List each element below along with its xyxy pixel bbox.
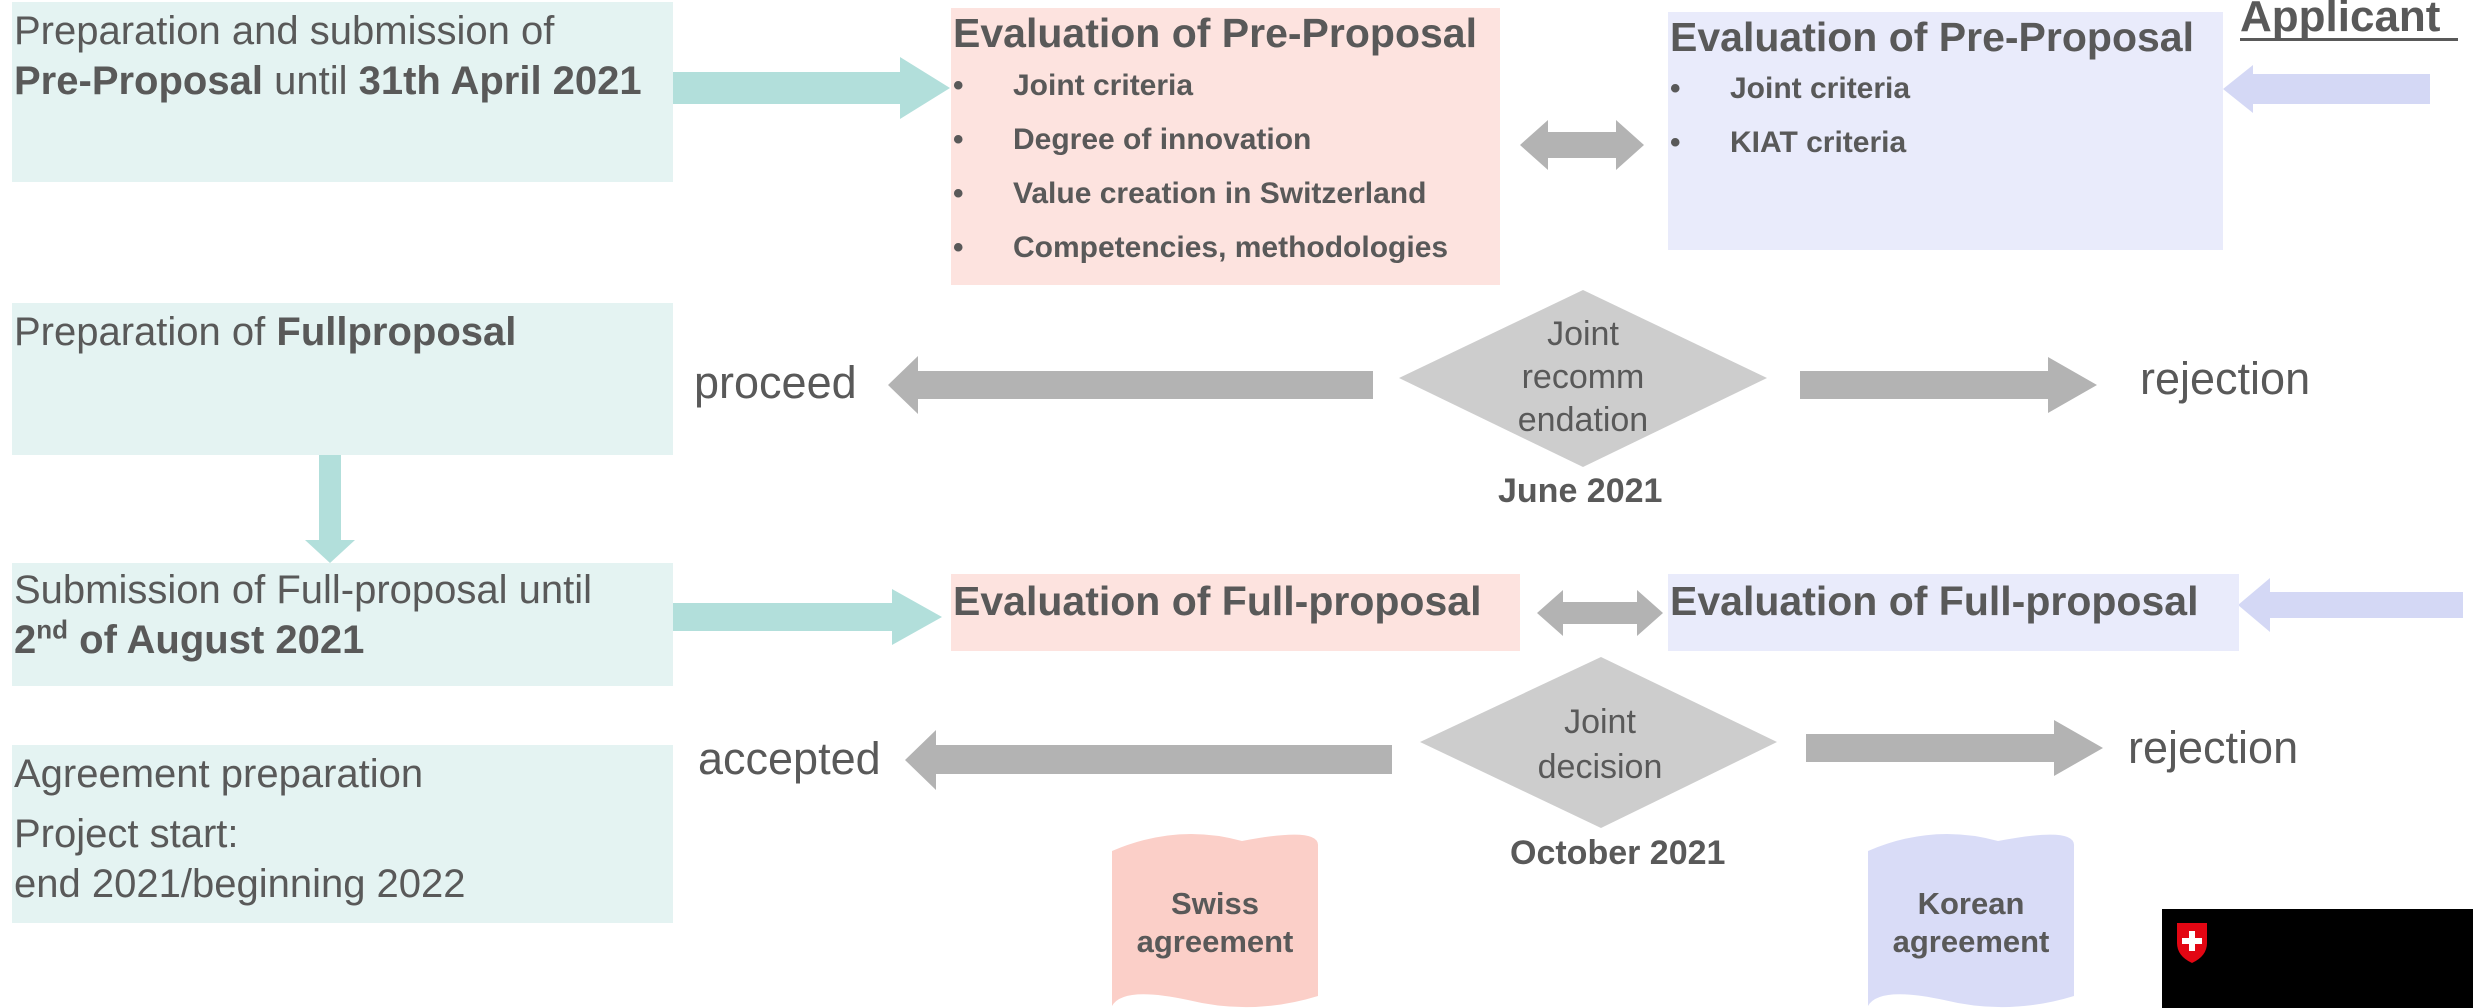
recommendation-diamond <box>1399 290 1767 467</box>
korean-criteria-list: • Joint criteria • KIAT criteria <box>1670 62 2223 170</box>
decision-line: decision <box>1537 748 1663 786</box>
agreement-preparation-box: Agreement preparation Project start: end… <box>12 745 673 923</box>
swiss-fullproposal-title: Evaluation of Full-proposal <box>953 578 1482 624</box>
swiss-preproposal-box: Evaluation of Pre-Proposal • Joint criter… <box>951 8 1500 285</box>
step1-deadline: 31th April 2021 <box>358 59 642 103</box>
arrow-down-to-submission <box>305 445 355 563</box>
step3-deadline: of August 2021 <box>68 618 365 662</box>
swiss-preproposal-title: Evaluation of Pre-Proposal <box>953 10 1477 56</box>
korean-agreement-shape <box>1868 833 2075 1008</box>
arrow-applicant-to-korean-preproposal <box>2223 65 2430 113</box>
swiss-agreement-line: Swiss <box>1171 886 1259 921</box>
step3-day: 2 <box>14 618 37 662</box>
emblem-bar <box>2162 909 2473 1008</box>
recommendation-date: June 2021 <box>1498 472 1663 510</box>
korean-agreement-line: agreement <box>1892 924 2050 959</box>
agreement-preparation-text: Agreement preparation <box>14 752 424 796</box>
arrow-recommendation-proceed <box>888 356 1373 414</box>
swiss-bullet: • <box>953 177 964 210</box>
swiss-agreement-label: Swiss agreement <box>1112 885 1318 961</box>
korean-fullproposal-title: Evaluation of Full-proposal <box>1670 578 2199 624</box>
project-start-label: Project start: <box>14 812 239 856</box>
swiss-agreement-shape <box>1112 833 1319 1008</box>
decision-diamond <box>1420 657 1777 828</box>
recommendation-line: endation <box>1517 401 1649 439</box>
decision-diamond-label: Joint decision <box>1490 700 1710 790</box>
project-start-date: end 2021/beginning 2022 <box>14 862 466 906</box>
swiss-criterion: • Joint criteria <box>953 59 1500 113</box>
fullproposal-preparation-box: Preparation of Fullproposal <box>12 303 673 455</box>
arrow-to-swiss-preproposal <box>672 57 950 119</box>
swiss-agreement-line: agreement <box>1136 924 1294 959</box>
korean-bullet: • <box>1670 72 1681 105</box>
korean-preproposal-title: Evaluation of Pre-Proposal <box>1670 14 2194 60</box>
step1-line1: Preparation and submission of <box>14 9 555 53</box>
recommendation-line: Joint <box>1547 315 1619 353</box>
decision-date: October 2021 <box>1510 834 1726 872</box>
swiss-criterion: • Competencies, methodologies <box>953 221 1500 275</box>
arrow-applicant-to-korean-fullproposal <box>2238 578 2463 632</box>
swiss-fullproposal-box: Evaluation of Full-proposal <box>951 574 1520 651</box>
step2-prefix: Preparation of <box>14 310 277 354</box>
applicant-underline <box>2240 38 2458 41</box>
swiss-criterion-text: Competencies, methodologies <box>1013 231 1449 264</box>
korean-criterion: • Joint criteria <box>1670 62 2223 116</box>
arrow-decision-rejection <box>1806 720 2103 776</box>
fullproposal-submission-text: Submission of Full-proposal until 2nd of… <box>14 565 673 665</box>
fullproposal-submission-box: Submission of Full-proposal until 2nd of… <box>12 563 673 686</box>
korean-agreement-line: Korean <box>1917 886 2025 921</box>
swiss-criterion: • Degree of innovation <box>953 113 1500 167</box>
swiss-criteria-list: • Joint criteria • Degree of innovation • V… <box>953 59 1500 275</box>
arrow-to-swiss-fullproposal <box>672 589 942 645</box>
step2-fullproposal: Fullproposal <box>276 310 517 354</box>
fullproposal-preparation-text: Preparation of Fullproposal <box>14 307 673 357</box>
korean-agreement-label: Korean agreement <box>1868 885 2074 961</box>
korean-preproposal-box: Evaluation of Pre-Proposal • Joint criter… <box>1668 12 2223 250</box>
arrow-decision-accepted <box>905 730 1392 790</box>
step1-preproposal: Pre-Proposal <box>14 59 263 103</box>
step3-line1: Submission of Full-proposal until <box>14 568 593 612</box>
swiss-bullet: • <box>953 69 964 102</box>
swiss-criterion-text: Value creation in Switzerland <box>1013 177 1427 210</box>
applicant-label: Applicant <box>2240 0 2441 41</box>
step1-until: until <box>262 59 359 103</box>
recommendation-diamond-label: Joint recomm endation <box>1470 313 1696 442</box>
korean-criterion: • KIAT criteria <box>1670 116 2223 170</box>
swiss-criterion-text: Joint criteria <box>1013 69 1194 102</box>
double-arrow-preproposal <box>1520 120 1644 170</box>
korean-criterion-text: Joint criteria <box>1730 72 1911 105</box>
korean-bullet: • <box>1670 126 1681 159</box>
swiss-criterion-text: Degree of innovation <box>1013 123 1312 156</box>
swiss-bullet: • <box>953 231 964 264</box>
preproposal-submission-text: Preparation and submission of Pre-Propos… <box>14 6 673 106</box>
decision-line: Joint <box>1564 703 1636 741</box>
swiss-cross-horizontal <box>2182 938 2202 944</box>
swiss-bullet: • <box>953 123 964 156</box>
double-arrow-fullproposal <box>1537 590 1663 636</box>
korean-fullproposal-box: Evaluation of Full-proposal <box>1668 574 2239 651</box>
recommendation-rejection-label: rejection <box>2140 353 2311 404</box>
decision-rejection-label: rejection <box>2128 722 2299 773</box>
accepted-label: accepted <box>698 733 881 784</box>
project-start-text: Project start: end 2021/beginning 2022 <box>14 799 673 909</box>
proceed-label: proceed <box>694 357 857 408</box>
swiss-criterion: • Value creation in Switzerland <box>953 167 1500 221</box>
arrow-recommendation-rejection <box>1800 357 2097 413</box>
preproposal-submission-box: Preparation and submission of Pre-Propos… <box>12 2 673 182</box>
recommendation-line: recomm <box>1521 358 1645 396</box>
korean-criterion-text: KIAT criteria <box>1730 126 1907 159</box>
step3-ordinal: nd <box>36 614 69 645</box>
